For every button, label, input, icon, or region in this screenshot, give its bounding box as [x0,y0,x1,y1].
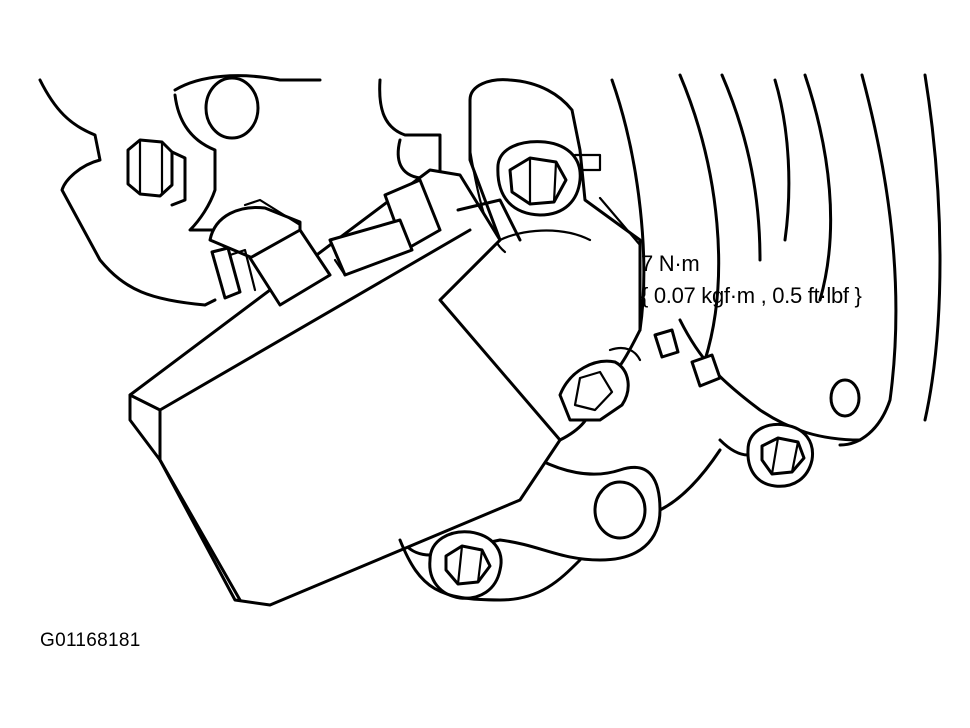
center-housing [378,78,442,177]
pulley-arc-4 [773,78,791,242]
engine-block-outline [38,78,217,307]
engine-block-upper-edge [173,93,217,232]
bracket-lower-hole [593,480,647,540]
module-body [128,168,562,607]
sensor-tab-1 [653,328,680,359]
left-bolt [126,138,187,207]
lower-right-bolt [718,422,815,488]
pulley-arc-2 [678,73,721,362]
center-housing-inner [396,138,422,180]
pulley-arc-7 [923,73,942,422]
torque-specification: 7 N·m { 0.07 kgf·m , 0.5 ft·lbf } [641,248,862,312]
top-mounting-bolt [496,140,602,217]
figure-code: G01168181 [40,630,141,651]
pulley-small-hole [829,378,861,418]
sensor-tab-2 [690,353,722,388]
lower-left-bolt [428,530,503,600]
pulley-arc-3 [720,73,762,262]
torque-alt-values: { 0.07 kgf·m , 0.5 ft·lbf } [641,283,862,308]
housing-lower-right [678,318,862,442]
pulley-arc-6 [838,73,898,447]
sensor-head [558,346,642,422]
bracket-inner-edge [498,229,592,242]
pulley-arc-5 [803,73,833,302]
upper-hole [204,76,260,140]
pulley-arc-1 [610,78,646,332]
lower-housing-outline [398,448,722,602]
torque-leader-line [598,196,642,247]
upper-boss [173,74,322,92]
torque-metric-value: 7 N·m [641,251,700,276]
